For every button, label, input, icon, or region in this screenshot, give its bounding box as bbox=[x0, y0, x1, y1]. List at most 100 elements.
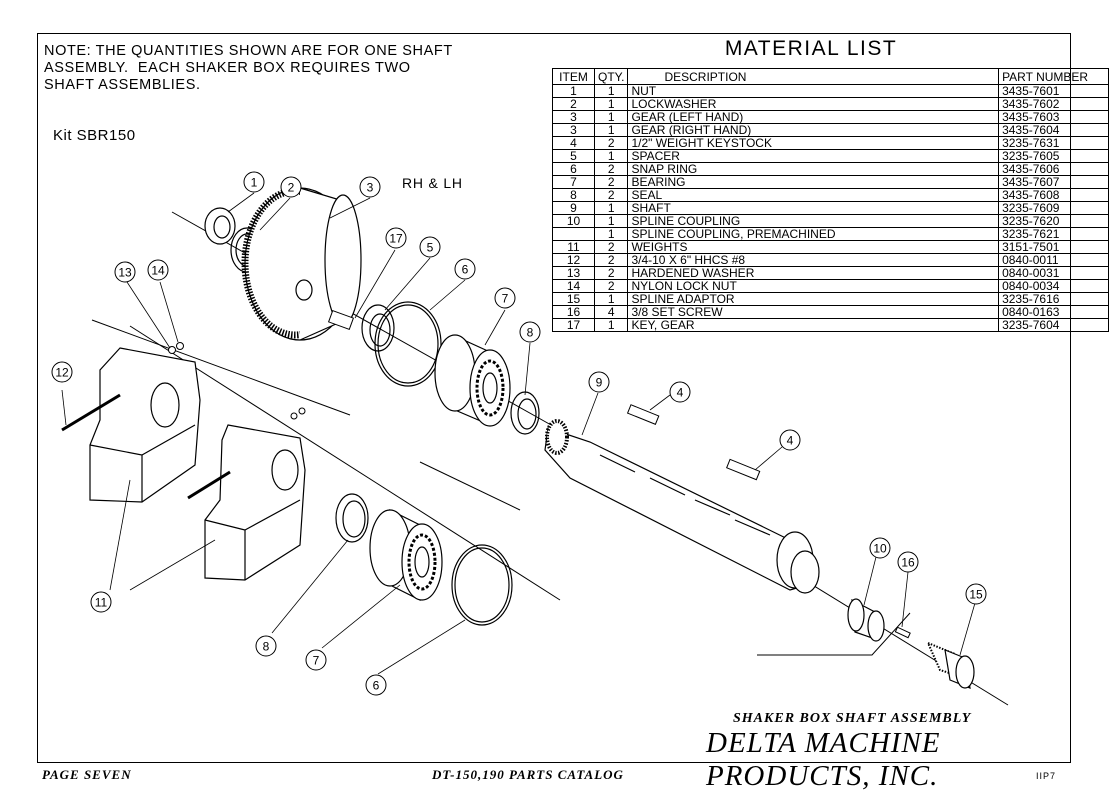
row-item: 12 bbox=[552, 253, 595, 267]
row-description: SHAFT bbox=[627, 201, 1000, 215]
callout-number: 7 bbox=[313, 654, 320, 668]
bearing-lower bbox=[369, 509, 443, 601]
callout-number: 14 bbox=[151, 264, 165, 278]
callout-circle bbox=[419, 236, 441, 258]
seal-lower bbox=[335, 493, 369, 543]
spline-adaptor-part bbox=[926, 641, 975, 689]
callout-circle bbox=[869, 537, 891, 559]
callout-circle bbox=[359, 176, 381, 198]
callout-circle bbox=[897, 551, 919, 573]
weight-left bbox=[89, 347, 201, 503]
row-part-number: 0840-0031 bbox=[998, 266, 1109, 280]
row-description: SNAP RING bbox=[627, 162, 1000, 176]
keystock-upper bbox=[626, 404, 660, 425]
washer-right bbox=[290, 412, 298, 420]
callout-number: 10 bbox=[873, 542, 887, 556]
set-screw-part bbox=[894, 626, 911, 639]
callout-circle bbox=[669, 381, 691, 403]
callout-number: 4 bbox=[787, 434, 794, 448]
callout-circle bbox=[779, 429, 801, 451]
callout-circle bbox=[385, 227, 407, 249]
material-list-header-row: ITEM QTY. DESCRIPTION PART NUMBER bbox=[552, 68, 1109, 85]
nylon-lock-nut bbox=[176, 342, 184, 350]
row-part-number: 3235-7604 bbox=[998, 318, 1109, 332]
callout-number: 5 bbox=[427, 241, 434, 255]
callout-number: 6 bbox=[373, 679, 380, 693]
bolt-right bbox=[187, 470, 231, 500]
callout-circle bbox=[519, 321, 541, 343]
seal-upper bbox=[510, 391, 540, 435]
callout-number: 16 bbox=[901, 556, 915, 570]
callout-number: 15 bbox=[969, 588, 983, 602]
row-description: SEAL bbox=[627, 188, 1000, 202]
row-qty: 2 bbox=[593, 279, 629, 293]
callout-number: 1 bbox=[251, 176, 258, 190]
row-part-number: 0840-0034 bbox=[998, 279, 1109, 293]
callout-circle bbox=[90, 591, 112, 613]
quantity-note: NOTE: THE QUANTITIES SHOWN ARE FOR ONE S… bbox=[44, 43, 453, 93]
bearing-upper bbox=[434, 334, 511, 427]
callout-circle bbox=[51, 361, 73, 383]
shaft-part bbox=[544, 419, 820, 594]
callout-number: 17 bbox=[389, 232, 403, 246]
snap-ring-upper bbox=[374, 301, 442, 387]
callout-circle bbox=[365, 674, 387, 696]
callout-number: 3 bbox=[367, 181, 374, 195]
drawing-border bbox=[37, 33, 1071, 763]
callout-number: 11 bbox=[95, 596, 108, 610]
callout-circle bbox=[147, 259, 169, 281]
row-description: SPLINE COUPLING, PREMACHINED bbox=[627, 227, 1000, 241]
callout-circle bbox=[965, 583, 987, 605]
callout-number: 4 bbox=[677, 386, 684, 400]
row-part-number: 3151-7501 bbox=[998, 240, 1109, 254]
callout-number: 2 bbox=[288, 181, 295, 195]
nut-part bbox=[204, 207, 236, 245]
callout-circle bbox=[588, 371, 610, 393]
callout-circle bbox=[280, 176, 302, 198]
callout-leaders bbox=[61, 192, 976, 675]
hardened-washer bbox=[168, 346, 176, 354]
row-part-number: 3235-7631 bbox=[998, 136, 1109, 150]
keystock-lower bbox=[726, 458, 761, 481]
row-part-number: 3235-7616 bbox=[998, 292, 1109, 306]
catalog-label: DT-150,190 PARTS CATALOG bbox=[432, 767, 624, 782]
nut-right bbox=[298, 407, 306, 415]
callout-circle bbox=[255, 635, 277, 657]
material-list-title: MATERIAL LIST bbox=[724, 37, 898, 60]
callout-number: 9 bbox=[596, 376, 603, 390]
snap-ring-lower bbox=[451, 544, 513, 626]
spline-coupling-part bbox=[847, 598, 885, 642]
gear-part bbox=[241, 187, 362, 341]
row-part-number: 3435-7603 bbox=[998, 110, 1109, 124]
callout-circle bbox=[454, 258, 476, 280]
bracket-outline-line bbox=[91, 319, 351, 416]
coupling-leader bbox=[757, 612, 911, 656]
assembly-title: SHAKER BOX SHAFT ASSEMBLY bbox=[733, 711, 972, 726]
bolt-left bbox=[61, 393, 121, 432]
row-description: KEY, GEAR bbox=[627, 318, 1000, 332]
header-qty: QTY. bbox=[593, 68, 629, 85]
row-item: 17 bbox=[552, 318, 595, 332]
company-name: DELTA MACHINE PRODUCTS, INC. bbox=[706, 727, 941, 792]
hidden-axis-line bbox=[419, 461, 521, 511]
row-description: LOCKWASHER bbox=[627, 97, 1000, 111]
callout-number: 8 bbox=[263, 640, 270, 654]
row-qty: 1 bbox=[593, 318, 629, 332]
weight-right bbox=[204, 424, 306, 581]
row-part-number: 3435-7607 bbox=[998, 175, 1109, 189]
